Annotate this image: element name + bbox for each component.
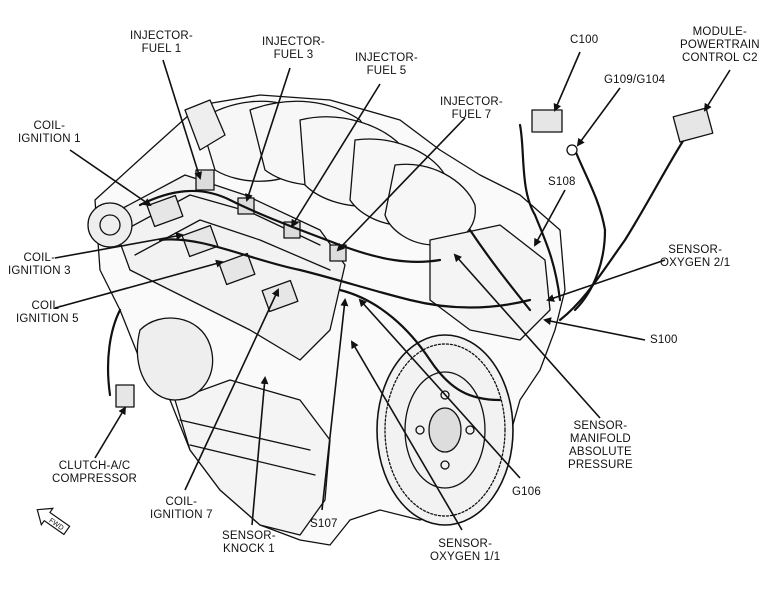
label-sensor-knock-1: SENSOR-KNOCK 1 [222,530,276,555]
wiring-harness [106,123,692,402]
fwd-arrow-icon: FWD [36,507,71,536]
c100-connector [531,109,563,133]
label-c100: C100 [570,34,599,46]
label-s108: S108 [548,176,576,188]
throttle-body [184,99,226,151]
ignition-coils [146,194,299,313]
label-injector-fuel-7: INJECTOR-FUEL 7 [440,96,503,121]
label-s107: S107 [310,518,338,530]
ac-compressor [136,317,214,401]
label-sensor-oxygen-2-1: SENSOR-OXYGEN 2/1 [660,244,731,269]
label-injector-fuel-1: INJECTOR-FUEL 1 [130,30,193,55]
front-pulley [87,202,133,248]
label-sensor-oxygen-1-1: SENSOR-OXYGEN 1/1 [430,538,501,563]
flexplate [376,334,514,526]
label-injector-fuel-3: INJECTOR-FUEL 3 [262,36,325,61]
pcm-c2-connector [672,107,714,143]
ac-connector [115,384,135,408]
ground-eyelet [566,144,578,156]
label-coil-ignition-3: COIL-IGNITION 3 [8,252,71,277]
label-coil-ignition-5: COIL-IGNITION 5 [16,300,79,325]
lower-block [174,379,331,536]
label-injector-fuel-5: INJECTOR-FUEL 5 [355,52,418,77]
label-g109-g104: G109/G104 [604,74,666,86]
fwd-badge: FWD [48,517,65,532]
intake-runners [199,100,476,246]
label-coil-ignition-7: COIL-IGNITION 7 [150,496,213,521]
label-s100: S100 [650,334,678,346]
label-g106: G106 [512,486,541,498]
leader-lines [54,51,731,531]
label-coil-ignition-1: COIL-IGNITION 1 [18,120,81,145]
